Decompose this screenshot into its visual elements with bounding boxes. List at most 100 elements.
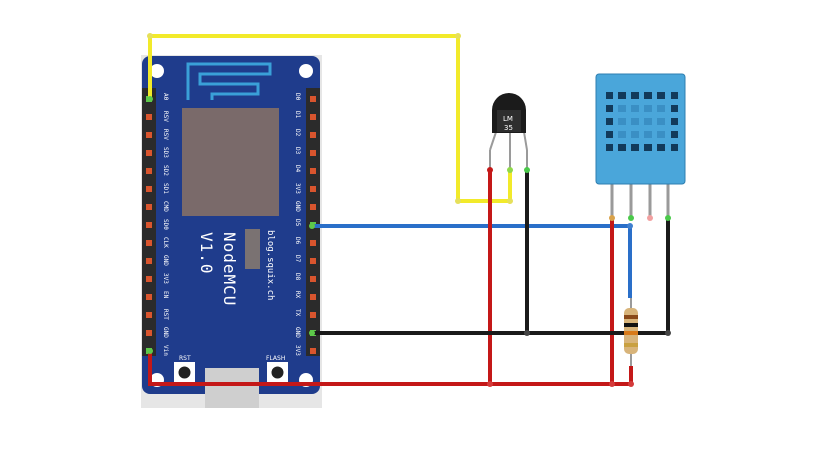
board-url: blog.squix.ch	[265, 230, 275, 300]
header-pin	[146, 330, 152, 336]
header-pin	[146, 258, 152, 264]
header-pin	[146, 186, 152, 192]
board-title: NodeMCU	[220, 232, 239, 306]
dht-vent-slot	[618, 131, 626, 138]
pin-label: RX	[294, 291, 301, 299]
wire-bend	[609, 381, 615, 387]
lm35-pin-vcc	[487, 167, 493, 173]
pin-label: D8	[294, 273, 301, 281]
dht-vent-slot	[644, 118, 652, 125]
resistor-band	[624, 315, 638, 319]
pin-label: 3V3	[162, 273, 169, 284]
header-pin	[310, 114, 316, 120]
dht-vent-slot	[606, 144, 613, 151]
pin-label: CLK	[162, 237, 169, 248]
dht-pin-data	[628, 215, 634, 221]
rst-button[interactable]	[178, 366, 191, 379]
wire-bend	[487, 381, 493, 387]
header-pin	[146, 150, 152, 156]
wire-blue-d5	[312, 224, 632, 298]
wifi-antenna-trace	[186, 62, 272, 100]
dht-vent-slot	[631, 92, 639, 99]
pin-label: D0	[294, 93, 301, 101]
wire-bend	[455, 198, 461, 204]
dht-vent-slot	[671, 105, 678, 112]
wire-bend	[524, 330, 530, 336]
pin-label: D5	[294, 219, 301, 227]
esp-module-shield	[182, 108, 279, 216]
pin-label: D7	[294, 255, 301, 263]
pullup-resistor	[624, 298, 638, 366]
dht-vent-slot	[657, 144, 665, 151]
mounting-hole	[299, 64, 313, 78]
wire-red-power	[148, 351, 633, 386]
dht-vent-slot	[631, 131, 639, 138]
dht-vent-slot	[644, 144, 652, 151]
header-pin	[310, 348, 316, 354]
usb-connector	[205, 368, 259, 408]
dht-vent-slot	[631, 118, 639, 125]
usb-uart-chip	[245, 229, 260, 269]
dht-vent-slot	[606, 105, 613, 112]
pin-label: RST	[162, 309, 169, 320]
header-pin	[310, 168, 316, 174]
pin-label: D6	[294, 237, 301, 245]
dht-pin-nc	[647, 215, 653, 221]
lm35-pin-out	[507, 167, 513, 173]
header-pin	[310, 240, 316, 246]
header-pin	[146, 204, 152, 210]
mounting-hole	[150, 64, 164, 78]
dht-vent-slot	[671, 92, 678, 99]
pin-label: SD0	[162, 219, 169, 230]
header-pin	[310, 258, 316, 264]
pin-label: CMD	[162, 201, 169, 212]
header-pin	[310, 186, 316, 192]
header-pin	[146, 168, 152, 174]
header-pin	[310, 276, 316, 282]
pin-label: A0	[162, 93, 169, 101]
resistor-band	[624, 343, 638, 347]
dht-vent-slot	[618, 118, 626, 125]
wire-bend	[507, 198, 513, 204]
pin-label: GND	[162, 327, 169, 338]
dht-vent-slot	[631, 105, 639, 112]
dht-vent-slot	[657, 118, 665, 125]
header-pin	[310, 132, 316, 138]
rst-button-label: RST	[179, 355, 191, 362]
lm35-leg	[489, 131, 497, 151]
header-pin	[146, 294, 152, 300]
resistor-band	[624, 331, 638, 335]
wire-endpoint	[309, 223, 315, 229]
pin-label: TX	[294, 309, 301, 317]
nodemcu-board: NodeMCU V1.0 blog.squix.ch RST FLASH	[141, 55, 322, 408]
dht-vent-slot	[618, 144, 626, 151]
header-pin	[310, 294, 316, 300]
dht-vent-slot	[644, 105, 652, 112]
dht-pin-vcc	[609, 215, 615, 221]
header-pin	[146, 132, 152, 138]
flash-button[interactable]	[271, 366, 284, 379]
wire-endpoint	[309, 330, 315, 336]
header-pin	[310, 96, 316, 102]
header-pin	[146, 312, 152, 318]
dht-vent-slot	[606, 131, 613, 138]
header-pin	[310, 312, 316, 318]
lm35-label-line2: 35	[504, 124, 513, 132]
dht-vent-slot	[644, 92, 652, 99]
wire-yellow-a0	[148, 34, 512, 203]
pin-label: D2	[294, 129, 301, 137]
dht11-sensor	[595, 73, 686, 221]
resistor-band	[624, 323, 638, 327]
dht-vent-slot	[671, 118, 678, 125]
pin-label: EN	[162, 291, 169, 299]
wire-bend	[628, 381, 634, 387]
lm35-label-line1: LM	[503, 115, 513, 123]
pin-label: GND	[294, 327, 301, 338]
wires	[147, 33, 671, 387]
left-pins: A0RSVRSVSD3SD2SD1CMDSD0CLKGND3V3ENRSTGND…	[146, 93, 169, 356]
wire-endpoint	[147, 348, 153, 354]
pin-label: GND	[162, 255, 169, 266]
dht-vent-slot	[657, 105, 665, 112]
pin-label: SD3	[162, 147, 169, 158]
